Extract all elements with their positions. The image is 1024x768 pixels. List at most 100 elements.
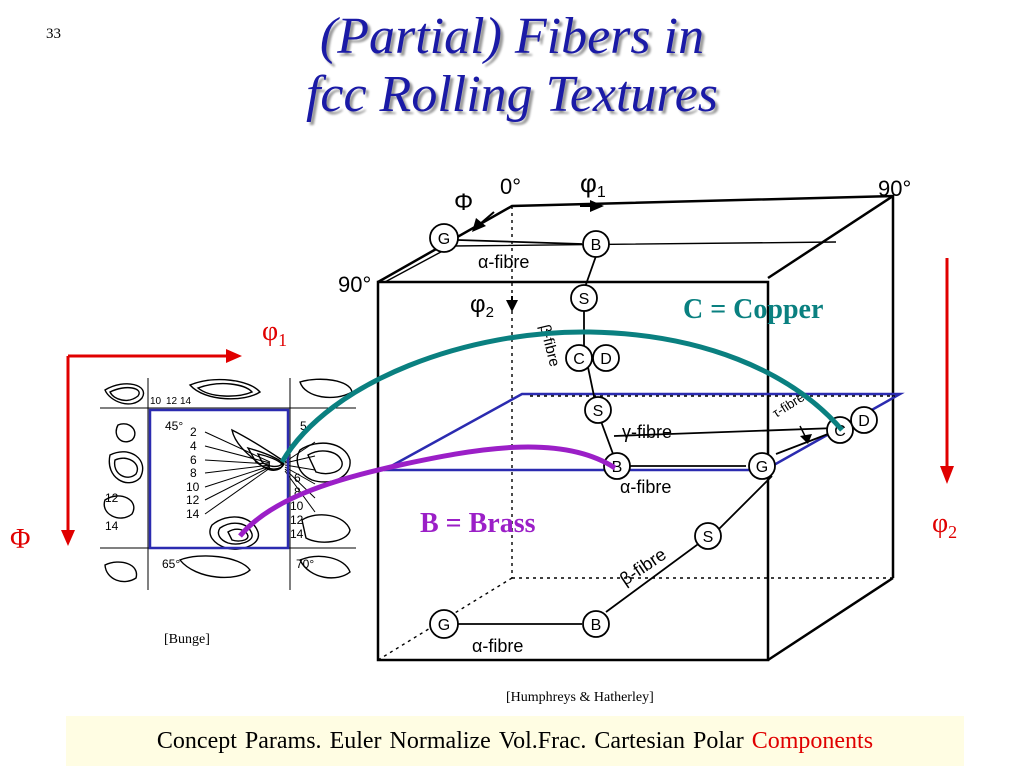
nav-cartesian[interactable]: Cartesian — [594, 727, 686, 754]
odf-contour-label: 6 — [190, 453, 197, 467]
nav-vol-frac[interactable]: Vol.Frac. — [498, 727, 587, 754]
svg-text:S: S — [593, 403, 604, 420]
phi2-arrowhead — [940, 466, 954, 484]
alpha-fibre-top-label: α-fibre — [478, 252, 529, 272]
Phi-axis-label: Φ — [10, 524, 30, 555]
svg-text:G: G — [756, 459, 768, 476]
node-D-top: D — [592, 344, 620, 372]
svg-text:D: D — [600, 351, 612, 368]
alpha-fibre-mid-label: α-fibre — [620, 477, 671, 497]
brass-curve — [238, 444, 617, 538]
node-S-bottom: S — [694, 522, 722, 550]
svg-text:S: S — [579, 291, 590, 308]
left-axes: φ1 Φ — [10, 316, 287, 555]
odf-left-label: 12 — [105, 491, 119, 505]
right-axes: φ2 — [932, 258, 957, 542]
angle-0-label: 0° — [500, 174, 521, 199]
gamma-fibre-label: γ-fibre — [622, 422, 672, 442]
odf-top-label: 10 — [150, 396, 162, 407]
odf-contour-label: 4 — [190, 439, 197, 453]
svg-text:B: B — [591, 617, 602, 634]
node-B-top: B — [582, 230, 610, 258]
odf-top-label: 14 — [180, 396, 192, 407]
slide-title: (Partial) Fibers in fcc Rolling Textures — [0, 8, 1024, 124]
odf-labels: 45° 65° 70° 2 4 6 8 10 12 14 12 14 10 12… — [105, 396, 314, 571]
cube-phi2-label: φ2 — [470, 291, 494, 321]
odf-contour-label: 10 — [186, 480, 200, 494]
nav-polar[interactable]: Polar — [693, 727, 744, 754]
odf-angle-top: 45° — [165, 419, 183, 433]
odf-contour-label: 2 — [190, 425, 197, 439]
beta-fibre-bottom-line — [605, 475, 773, 613]
Phi-arrowhead — [61, 530, 75, 546]
odf-contour-label: 14 — [186, 507, 200, 521]
node-S-top: S — [570, 284, 598, 312]
svg-text:B: B — [591, 237, 602, 254]
slide-number: 33 — [46, 26, 61, 42]
nav-concept[interactable]: Concept — [156, 727, 237, 754]
odf-angle-bottom-left: 65° — [162, 557, 180, 571]
nav-components[interactable]: Components — [751, 727, 874, 754]
svg-text:C: C — [573, 351, 585, 368]
node-B-mid: B — [603, 452, 631, 480]
beta-fibre-bottom-label: β-fibre — [616, 544, 670, 589]
odf-right-label: 8 — [294, 485, 301, 499]
node-G-mid: G — [748, 452, 776, 480]
nav-normalize[interactable]: Normalize — [389, 727, 491, 754]
cube-phi1-arrowhead — [590, 200, 604, 212]
odf-left-label: 14 — [105, 519, 119, 533]
alpha-fibre-bottom-label: α-fibre — [472, 636, 523, 656]
node-S-mid: S — [584, 396, 612, 424]
odf-highlight-frame — [148, 408, 290, 550]
node-G-top: G — [429, 223, 459, 253]
phi2-axis-label: φ2 — [932, 508, 957, 542]
node-C-top: C — [565, 344, 593, 372]
angle-90-top-label: 90° — [878, 176, 911, 201]
section-plane — [383, 392, 905, 472]
alpha-fibre-top-line — [457, 239, 583, 245]
fibre-nodes: G B S C D S B G — [429, 223, 878, 639]
tau-fibre-line — [775, 433, 829, 455]
phi1-axis-label: φ1 — [262, 316, 287, 350]
svg-text:D: D — [858, 413, 870, 430]
odf-top-label: 12 — [166, 396, 178, 407]
navigation-bar: Concept Params. Euler Normalize Vol.Frac… — [66, 716, 964, 766]
svg-text:B: B — [612, 459, 623, 476]
node-B-bottom: B — [582, 610, 610, 638]
cube-small-arrows — [472, 200, 604, 312]
phi1-arrowhead — [226, 349, 242, 363]
odf-contour-label: 8 — [190, 466, 197, 480]
svg-text:G: G — [438, 231, 450, 248]
odf-section: 45° 65° 70° 2 4 6 8 10 12 14 12 14 10 12… — [100, 378, 356, 590]
cube-phi2-arrowhead — [506, 300, 518, 312]
svg-text:S: S — [703, 529, 714, 546]
gamma-fibre-line — [613, 427, 837, 437]
node-D-right: D — [850, 406, 878, 434]
odf-right-label: 10 — [290, 499, 304, 513]
title-line-2: fcc Rolling Textures — [305, 66, 719, 123]
citation-bunge: [Bunge] — [164, 632, 210, 647]
odf-grid — [100, 378, 356, 590]
title-line-1: (Partial) Fibers in — [319, 8, 705, 65]
cube-Phi-label: Φ — [454, 189, 473, 216]
odf-right-label: 14 — [290, 527, 304, 541]
odf-right-label: 12 — [290, 513, 304, 527]
odf-right-label: 6 — [294, 471, 301, 485]
citation-humphreys: [Humphreys & Hatherley] — [506, 690, 654, 705]
cube-phi1-label: φ1 — [580, 168, 606, 201]
brass-legend: B = Brass — [420, 508, 536, 539]
odf-angle-bottom-right: 70° — [296, 557, 314, 571]
angle-90-left-label: 90° — [338, 272, 371, 297]
copper-curve — [279, 329, 844, 464]
tau-fibre-arrowhead — [800, 434, 812, 444]
node-G-bottom: G — [429, 609, 459, 639]
copper-legend: C = Copper — [683, 294, 823, 325]
beta-fibre-top-label: β-fibre — [536, 323, 563, 369]
odf-right-label: 5 — [300, 419, 307, 433]
cube-Phi-arrowhead — [472, 218, 486, 232]
odf-background — [100, 378, 356, 590]
svg-text:G: G — [438, 617, 450, 634]
nav-params[interactable]: Params. — [244, 727, 322, 754]
nav-euler[interactable]: Euler — [329, 727, 382, 754]
